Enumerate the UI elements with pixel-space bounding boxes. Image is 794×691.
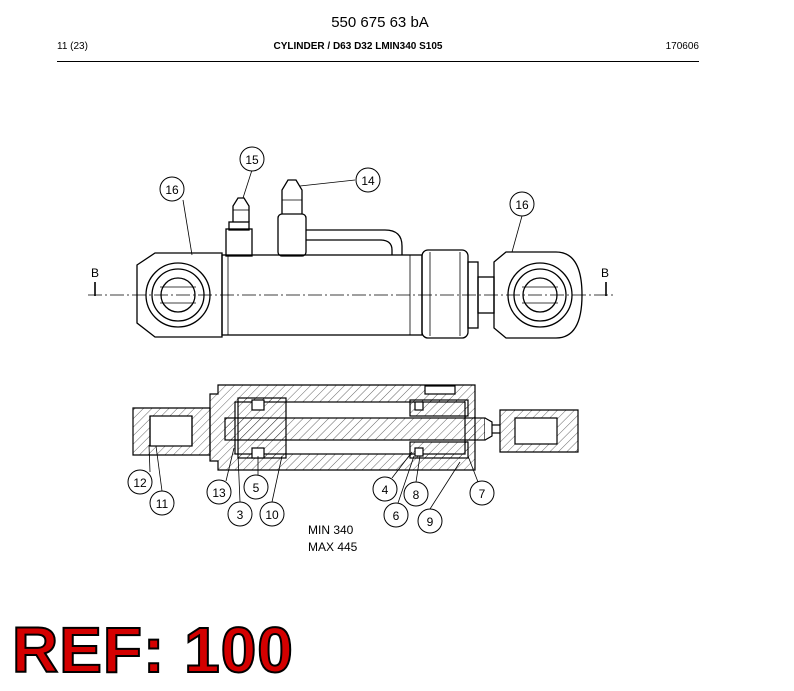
callout-7: 7 [479,487,486,501]
callout-11: 11 [156,497,169,511]
gland-head [421,249,469,339]
section-marker-left: B [91,266,99,280]
callout-circles [127,146,535,534]
section-marker-right: B [601,266,609,280]
page-indicator: 11 (23) [57,41,88,52]
page-title: CYLINDER / D63 D32 LMIN340 S105 [273,41,443,52]
callout-3: 3 [237,508,244,522]
callout-labels: 16 15 14 16 12 11 13 3 5 10 4 6 8 9 7 [133,153,529,529]
callout-15: 15 [245,153,259,167]
document-number: 550 675 63 bA [331,14,429,31]
callout-10: 10 [265,508,279,522]
port-fitting-15 [225,228,253,257]
date-code: 170606 [665,41,699,52]
rod-eye [493,251,583,339]
callout-16-front: 16 [515,198,529,212]
callout-4: 4 [382,483,389,497]
rear-clevis [136,252,223,338]
port-fitting-14 [277,213,307,257]
callout-12: 12 [133,476,147,490]
callout-14: 14 [361,174,375,188]
rear-clevis-bushing [145,262,211,328]
hydraulic-tube [306,229,403,255]
header-row: 11 (23) CYLINDER / D63 D32 LMIN340 S105 … [57,41,699,57]
ref-label: REF: 100 [11,614,294,686]
stroke-max: MAX 445 [308,540,358,554]
callout-6: 6 [393,509,400,523]
stroke-min: MIN 340 [308,523,354,537]
callout-13: 13 [212,486,226,500]
callout-9: 9 [427,515,434,529]
cylinder-side-view [88,179,615,339]
header-divider [57,61,699,62]
callout-8: 8 [413,488,420,502]
leader-lines [148,169,523,510]
cylinder-section-view [132,384,579,471]
callout-5: 5 [253,481,260,495]
callout-16-rear: 16 [165,183,179,197]
